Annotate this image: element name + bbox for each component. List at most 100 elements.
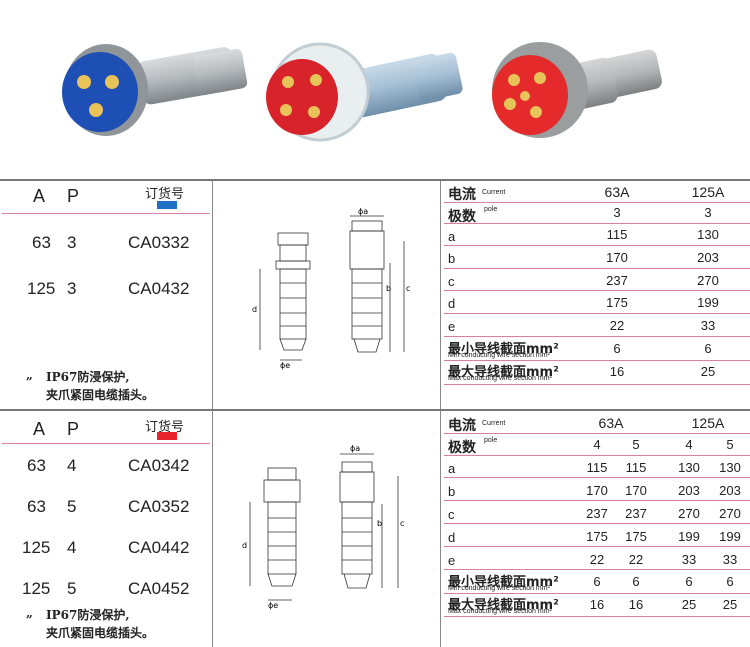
- spec2-e-4: 33: [722, 552, 738, 567]
- row3-code: CA0342: [128, 456, 190, 475]
- section1-top-border: [0, 179, 750, 181]
- color-swatch-red: [157, 432, 177, 440]
- section2-top-border: [0, 409, 750, 411]
- spec2-max-2: 16: [628, 597, 644, 612]
- spec1-a-63: 115: [606, 227, 628, 242]
- spec2-header-line: [444, 433, 750, 434]
- spec2-c-3: 270: [678, 506, 700, 521]
- spec2-d-1: 175: [586, 529, 608, 544]
- spec2-line-pole: [444, 455, 750, 456]
- row6-code: CA0452: [128, 579, 190, 598]
- spec2-a-2: 115: [625, 460, 647, 475]
- spec1-c-125: 270: [697, 273, 719, 288]
- note-mark: „: [26, 368, 33, 382]
- spec2-a-3: 130: [678, 460, 700, 475]
- row3-a: 63: [27, 456, 46, 475]
- spec2-d-3: 199: [678, 529, 700, 544]
- spec2-e-1: 22: [589, 552, 605, 567]
- spec2-pole-3: 4: [685, 437, 693, 452]
- spec2-line-a: [444, 477, 750, 478]
- plug-blue-photo: [62, 44, 248, 136]
- spec1-c-63: 237: [606, 273, 628, 288]
- technical-drawing-1: ϕa b c d ϕe: [240, 207, 430, 378]
- row4-a: 63: [27, 497, 46, 516]
- spec1-current-en: Current: [482, 189, 506, 196]
- spec2-label-d: d: [448, 530, 456, 545]
- spec2-b-2: 170: [625, 483, 647, 498]
- spec2-current-cn: 电流: [448, 418, 476, 434]
- spec2-min-4: 6: [726, 574, 734, 589]
- row2-p: 3: [67, 279, 77, 298]
- spec1-max-cn: 最大导线截面mm²: [448, 365, 559, 380]
- spec2-line-b: [444, 500, 750, 501]
- spec2-d-4: 199: [719, 529, 741, 544]
- drawing2-b: b: [377, 519, 382, 528]
- spec2-a-4: 130: [719, 460, 741, 475]
- col-a-header: A: [33, 186, 46, 206]
- row5-p: 4: [67, 538, 77, 557]
- plug-red-5-photo: [492, 42, 662, 138]
- drawing2-c: c: [400, 519, 404, 528]
- col-a-header-2: A: [33, 419, 46, 439]
- order-header-underline-2: [2, 443, 210, 444]
- col-p-header: P: [67, 186, 80, 206]
- row2-a: 125: [27, 279, 56, 298]
- spec2-pole-2: 5: [632, 437, 640, 452]
- spec1-label-b: b: [448, 251, 456, 266]
- note-mark-2: „: [26, 606, 33, 620]
- spec1-max-125: 25: [700, 364, 716, 379]
- spec2-min-2: 6: [632, 574, 640, 589]
- drawing1-phi-a: ϕa: [358, 208, 368, 216]
- spec1-line-b: [444, 268, 750, 269]
- row1-a: 63: [32, 233, 51, 252]
- spec1-a-125: 130: [697, 227, 719, 242]
- spec1-pole-63: 3: [613, 205, 621, 220]
- plug-red-4-photo: [266, 42, 463, 142]
- color-swatch-blue: [157, 201, 177, 209]
- row6-a: 125: [22, 579, 51, 598]
- spec1-header-63a: 63A: [604, 184, 630, 200]
- drawing2-phi-a: ϕa: [350, 444, 360, 453]
- spec2-line-min: [444, 593, 750, 594]
- spec1-pole-125: 3: [704, 205, 712, 220]
- drawing1-phi-e: ϕe: [280, 361, 290, 370]
- spec2-pole-4: 5: [726, 437, 734, 452]
- spec1-line-d: [444, 313, 750, 314]
- drawing2-phi-e: ϕe: [268, 601, 278, 610]
- spec2-b-3: 203: [678, 483, 700, 498]
- spec1-pole-en: pole: [484, 206, 498, 213]
- row5-code: CA0442: [128, 538, 190, 557]
- spec2-line-max: [444, 616, 750, 617]
- spec2-label-b: b: [448, 484, 456, 499]
- spec2-pole-1: 4: [593, 437, 601, 452]
- spec1-label-a: a: [448, 229, 456, 244]
- spec2-line-e: [444, 569, 750, 570]
- spec1-e-63: 22: [609, 318, 625, 333]
- row4-code: CA0352: [128, 497, 190, 516]
- spec1-b-63: 170: [606, 250, 628, 265]
- spec1-label-e: e: [448, 319, 456, 334]
- spec1-min-en: Min conducting wire section mm²: [448, 352, 550, 359]
- spec2-c-4: 270: [719, 506, 741, 521]
- col-p-header-2: P: [67, 419, 80, 439]
- spec1-min-63: 6: [613, 341, 621, 356]
- row2-code: CA0432: [128, 279, 190, 298]
- spec2-e-2: 22: [628, 552, 644, 567]
- spec2-current-en: Current: [482, 420, 506, 427]
- row1-p: 3: [67, 233, 77, 252]
- spec2-header-63a: 63A: [598, 415, 624, 431]
- product-photos: [0, 0, 750, 178]
- spec1-header-line: [444, 202, 750, 203]
- spec2-max-1: 16: [589, 597, 605, 612]
- drawing1-c: c: [406, 284, 410, 293]
- spec1-line-a: [444, 245, 750, 246]
- spec2-max-3: 25: [681, 597, 697, 612]
- spec2-label-e: e: [448, 553, 456, 568]
- spec1-line-e: [444, 336, 750, 337]
- spec2-label-c: c: [448, 507, 455, 522]
- order-header-underline: [2, 213, 210, 214]
- row6-p: 5: [67, 579, 77, 598]
- spec1-header-125a: 125A: [691, 184, 725, 200]
- spec1-line-min: [444, 360, 750, 361]
- row4-p: 5: [67, 497, 77, 516]
